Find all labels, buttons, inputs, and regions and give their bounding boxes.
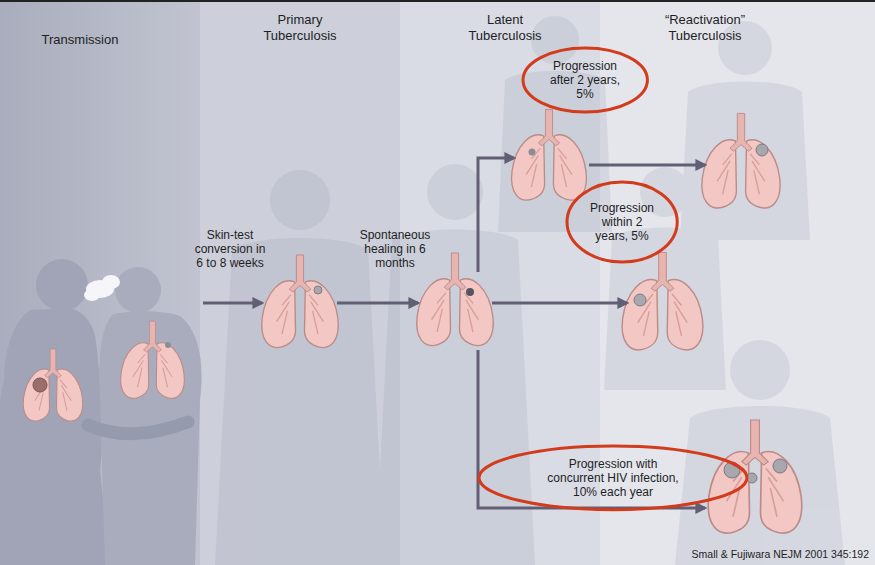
- column-heading: “Reactivation” Tuberculosis: [645, 12, 765, 44]
- progression-text: Progression with concurrent HIV infectio…: [541, 457, 686, 499]
- progression-text: Progression within 2 years, 5%: [586, 201, 658, 243]
- column-heading: Transmission: [25, 32, 135, 48]
- arrow-label: Skin-test conversion in 6 to 8 weeks: [191, 228, 269, 270]
- progression-ellipse: Progression with concurrent HIV infectio…: [477, 444, 749, 512]
- background-silhouettes: [215, 16, 845, 565]
- mother-and-child: [0, 259, 202, 565]
- lesions: [314, 144, 787, 483]
- top-rule: [0, 0, 875, 2]
- progression-arrows: [203, 158, 705, 508]
- ellipse-stroke: [523, 48, 647, 112]
- lungs: [262, 110, 802, 533]
- progression-ellipse: Progression within 2 years, 5%: [565, 180, 679, 264]
- progression-ellipse: Progression after 2 years, 5%: [521, 46, 649, 114]
- column-heading: Latent Tuberculosis: [460, 12, 550, 44]
- arrow-label: Spontaneous healing in 6 months: [357, 228, 433, 270]
- citation: Small & Fujiwara NEJM 2001 345:192: [692, 548, 869, 560]
- ellipse-stroke: [567, 182, 677, 262]
- ellipse-stroke: [479, 446, 747, 510]
- progression-text: Progression after 2 years, 5%: [544, 59, 626, 101]
- column-heading: Primary Tuberculosis: [255, 12, 345, 44]
